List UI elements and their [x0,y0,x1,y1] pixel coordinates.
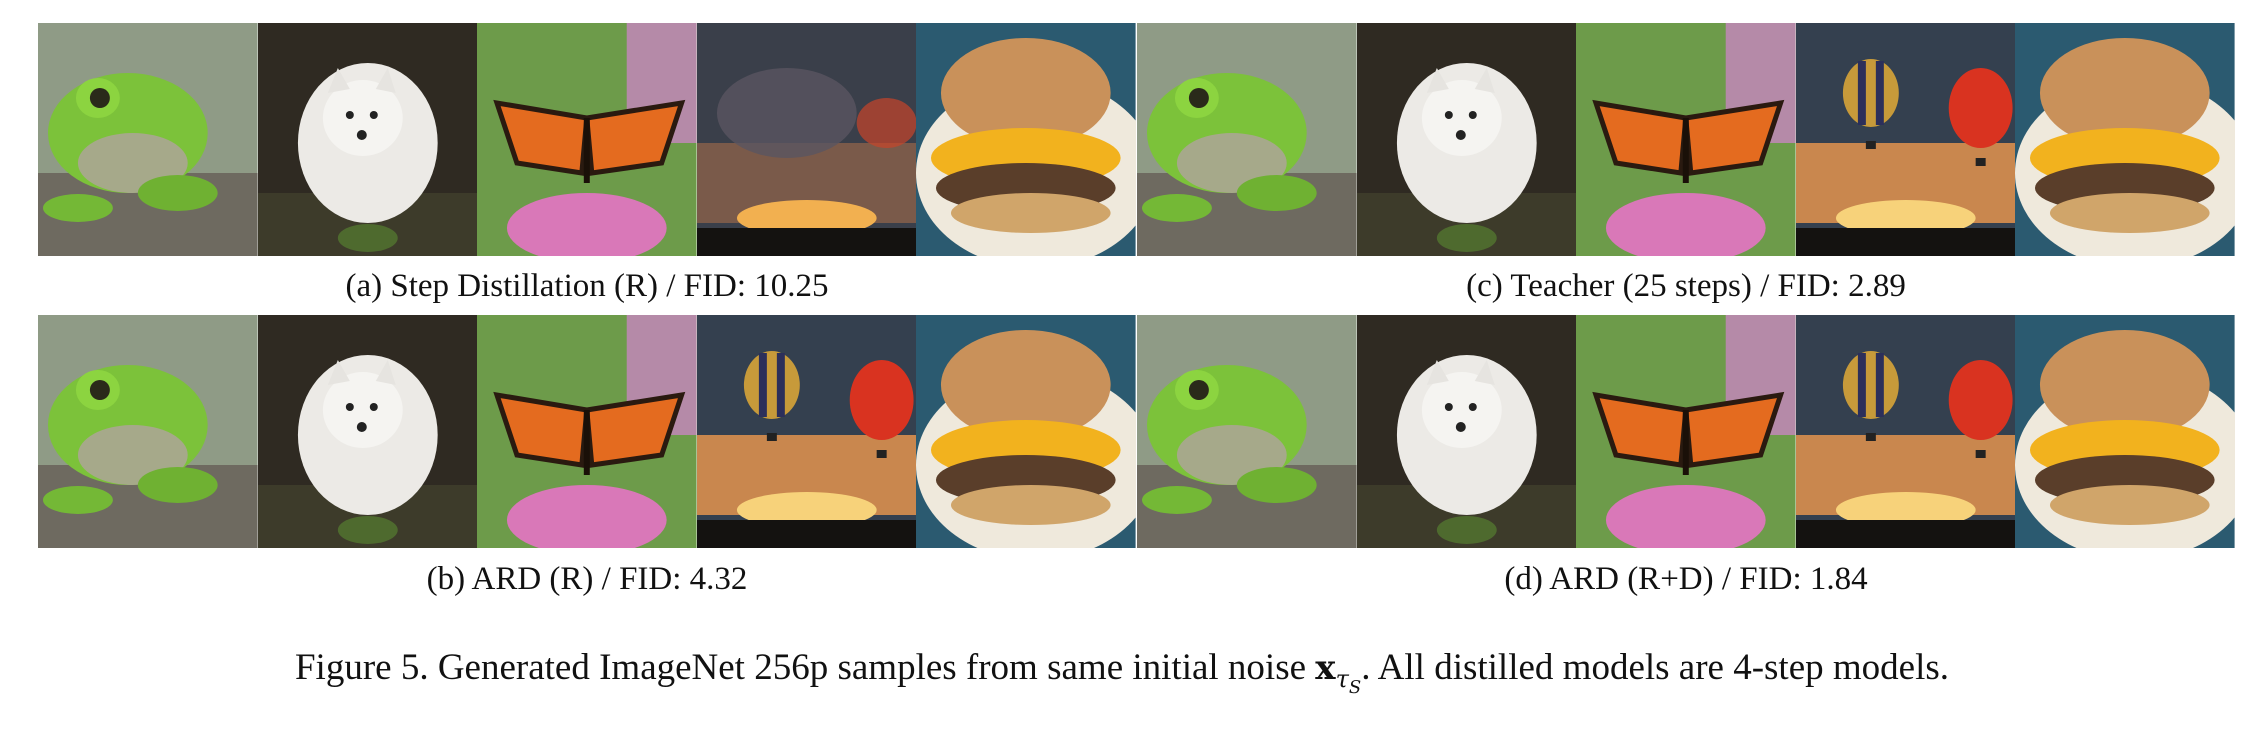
panel-caption-b: (b) ARD (R) / FID: 4.32 [426,561,748,597]
sample-image-hot-air-balloons [696,315,917,548]
sample-image-burger [2015,23,2235,256]
sample-image-frog [38,315,258,548]
sample-image-frog [38,23,258,256]
sample-image-burger [916,23,1136,256]
sample-image-frog [1137,23,1357,256]
sample-image-arctic-fox [257,23,478,256]
panel-caption-c: (c) Teacher (25 steps) / FID: 2.89 [1466,268,1906,304]
sample-image-monarch-butterfly [1576,315,1796,548]
sample-image-monarch-butterfly [1576,23,1796,256]
sample-image-arctic-fox [1356,23,1577,256]
figure-caption: Figure 5. Generated ImageNet 256p sample… [0,646,2244,710]
math-symbol: xτS [1315,648,1362,698]
sample-strip-a [38,23,1136,256]
sample-strip-b [38,315,1136,548]
sample-image-arctic-fox [257,315,478,548]
sample-image-monarch-butterfly [477,315,697,548]
sample-image-arctic-fox [1356,315,1577,548]
panel-caption-d: (d) ARD (R+D) / FID: 1.84 [1504,561,1868,597]
sample-image-frog [1137,315,1357,548]
sample-image-burger [2015,315,2235,548]
panel-caption-a: (a) Step Distillation (R) / FID: 10.25 [345,268,829,304]
sample-image-hot-air-balloons [696,23,917,256]
sample-image-hot-air-balloons [1795,23,2016,256]
sample-image-burger [916,315,1136,548]
figure-caption-suffix: . All distilled models are 4-step models… [1361,647,1950,688]
figure-caption-prefix: Figure 5. Generated ImageNet 256p sample… [294,647,1316,688]
sample-image-hot-air-balloons [1795,315,2016,548]
sample-strip-c [1137,23,2235,256]
sample-strip-d [1137,315,2235,548]
sample-image-monarch-butterfly [477,23,697,256]
